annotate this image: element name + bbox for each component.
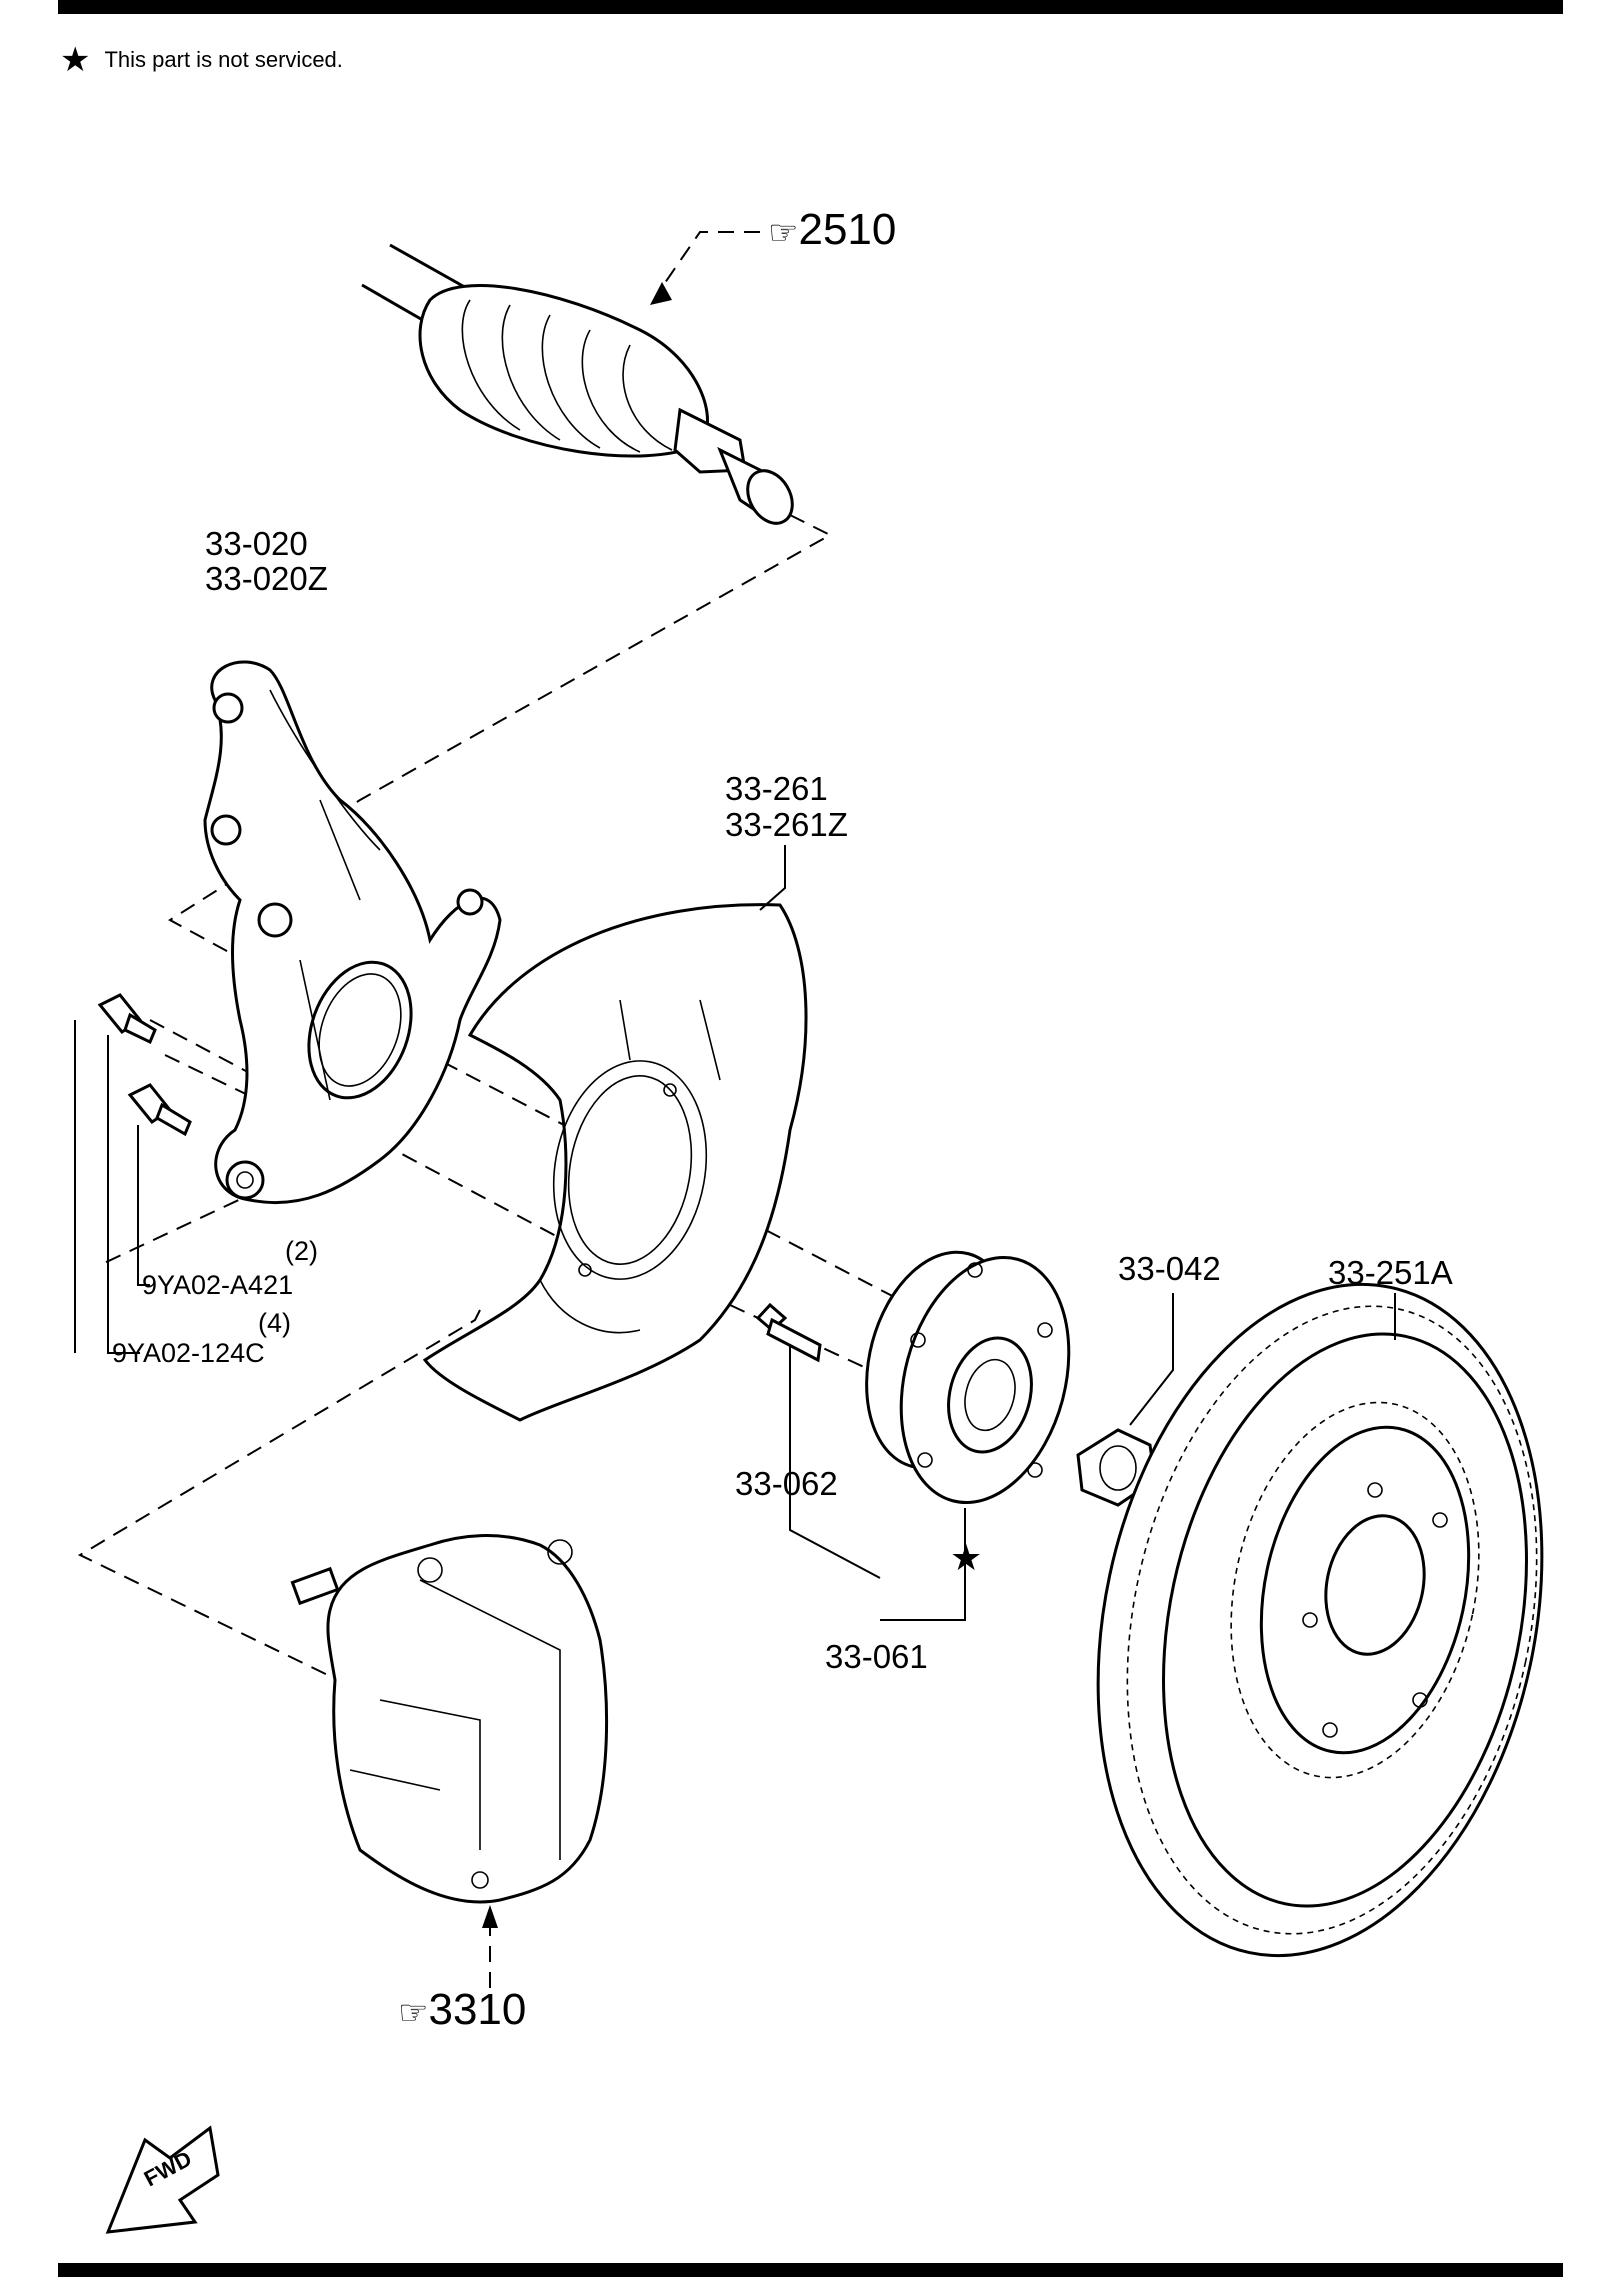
label-bolt-b: 9YA02-124C <box>112 1338 265 1368</box>
brake-caliper <box>290 1534 609 1904</box>
wheel-hub <box>865 1250 1071 1505</box>
label-bolt-a-qty: (2) <box>285 1236 318 1266</box>
label-bolt-b-qty: (4) <box>258 1308 291 1338</box>
label-bolt-a: 9YA02-A421 <box>142 1270 294 1300</box>
label-dust-shield-1: 33-261 <box>725 770 828 807</box>
star-icon: ★ <box>60 41 91 79</box>
dust-shield <box>422 903 808 1422</box>
label-knuckle-1: 33-020 <box>205 525 308 562</box>
top-rule <box>58 0 1563 14</box>
star-icon: ★ <box>950 1537 983 1578</box>
label-knuckle-2: 33-020Z <box>205 560 328 597</box>
hub-bolt <box>755 1302 822 1363</box>
brake-disc <box>1096 1282 1544 1958</box>
drive-shaft <box>361 243 794 525</box>
steering-knuckle <box>203 660 502 1205</box>
knuckle-bolts <box>97 993 192 1137</box>
not-serviced-note: ★ This part is not serviced. <box>60 40 343 80</box>
ref-3310[interactable]: ☞3310 <box>398 1985 527 2034</box>
bottom-rule <box>58 2263 1563 2277</box>
label-hub-bolt: 33-062 <box>735 1465 838 1502</box>
fwd-arrow-icon <box>105 2125 220 2234</box>
label-disc: 33-251A <box>1328 1254 1453 1291</box>
label-hub-assembly: 33-061 <box>825 1638 928 1675</box>
pointing-hand-icon: ☞ <box>768 214 799 252</box>
label-nut: 33-042 <box>1118 1250 1221 1287</box>
label-dust-shield-2: 33-261Z <box>725 806 848 843</box>
pointing-hand-icon: ☞ <box>398 1994 429 2032</box>
note-text: This part is not serviced. <box>104 47 343 72</box>
ref-2510[interactable]: ☞2510 <box>768 205 897 254</box>
